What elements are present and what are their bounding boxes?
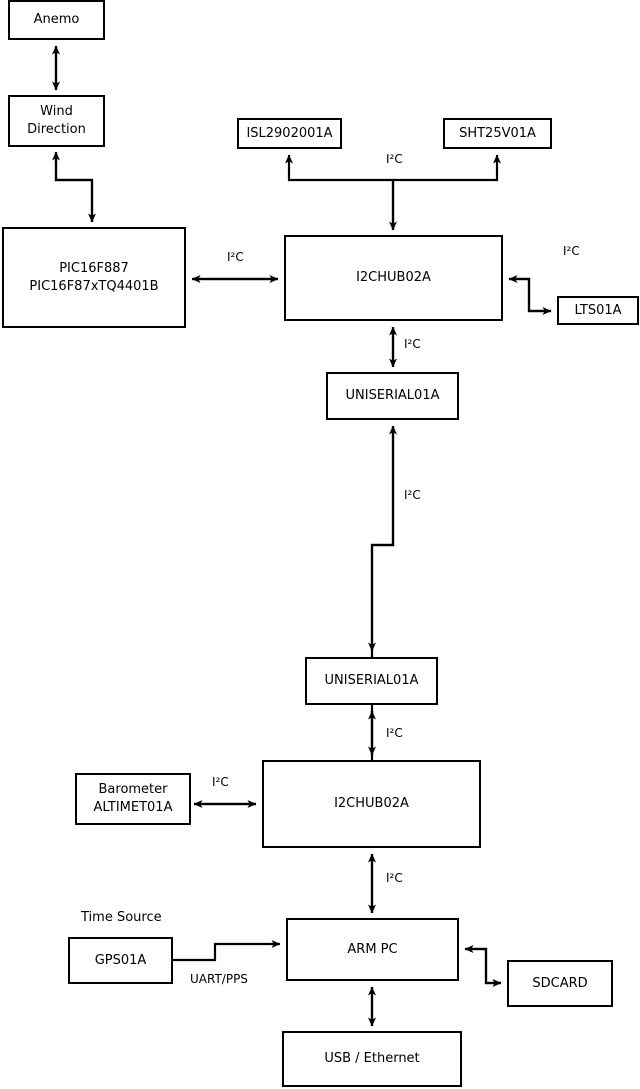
edge-label-hub-top-to-uniserial-top: I²C	[404, 337, 421, 351]
node-barometer-label-line2: ALTIMET01A	[93, 800, 173, 815]
node-isl2902001a[interactable]: ISL2902001A	[237, 118, 342, 149]
node-i2chub02a-bottom[interactable]: I2CHUB02A	[262, 760, 481, 848]
edge-label-pic-to-hub-top: I²C	[227, 250, 244, 264]
node-lts01a-label: LTS01A	[574, 302, 622, 318]
node-sht25v01a[interactable]: SHT25V01A	[443, 118, 552, 149]
node-gps01a[interactable]: GPS01A	[68, 937, 173, 984]
node-pic-label-line2: PIC16F87xTQ4401B	[29, 278, 159, 294]
label-time-source: Time Source	[81, 910, 162, 925]
node-wind-direction-label-line2: Direction	[27, 122, 86, 137]
node-sdcard[interactable]: SDCARD	[507, 960, 613, 1007]
node-anemo-label: Anemo	[33, 12, 80, 28]
wire-armpc-sdcard	[465, 947, 502, 987]
node-arm-pc[interactable]: ARM PC	[286, 918, 459, 981]
wire-pic-wind	[52, 151, 94, 222]
node-lts01a[interactable]: LTS01A	[557, 296, 639, 325]
node-anemo[interactable]: Anemo	[8, 0, 105, 40]
wire-uniserial-link-down	[368, 426, 395, 652]
node-uniserial01a-top[interactable]: UNISERIAL01A	[326, 372, 459, 420]
edge-label-hub-top-to-sensors: I²C	[386, 152, 403, 166]
edge-label-gps-to-arm-pc: UART/PPS	[190, 972, 248, 986]
node-pic-microcontroller[interactable]: PIC16F887 PIC16F87xTQ4401B	[2, 227, 186, 328]
edge-label-uniserial-bottom-to-hub-bottom: I²C	[386, 726, 403, 740]
node-i2chub02a-top-label: I2CHUB02A	[356, 270, 431, 286]
node-sht25v01a-label: SHT25V01A	[459, 125, 536, 141]
node-barometer-label-line1: Barometer	[98, 782, 168, 798]
wire-wind-pic	[54, 152, 96, 223]
node-i2chub02a-top[interactable]: I2CHUB02A	[284, 235, 503, 321]
node-usb-ethernet[interactable]: USB / Ethernet	[282, 1031, 462, 1087]
node-i2chub02a-bottom-label: I2CHUB02A	[334, 796, 409, 812]
wire-uniserial-link-up	[370, 425, 397, 760]
wire-bus-sht	[393, 154, 501, 182]
edge-label-hub-top-to-lts: I²C	[563, 244, 580, 258]
node-uniserial01a-bottom[interactable]: UNISERIAL01A	[305, 657, 438, 705]
node-wind-direction[interactable]: Wind Direction	[8, 95, 105, 147]
node-wind-direction-label-line1: Wind	[40, 104, 73, 120]
node-uniserial01a-bottom-label: UNISERIAL01A	[324, 673, 419, 689]
wire-hubtop-bus	[285, 154, 395, 230]
node-pic-label-line1: PIC16F887	[59, 260, 129, 276]
node-arm-pc-label: ARM PC	[347, 941, 398, 957]
wire-gps-armpc	[173, 940, 281, 962]
node-barometer-altimet01a[interactable]: Barometer ALTIMET01A	[75, 773, 191, 825]
wire-lts-hubtop	[508, 275, 551, 313]
edge-label-uniserial-link: I²C	[404, 488, 421, 502]
node-isl2902001a-label: ISL2902001A	[246, 125, 333, 141]
edge-label-barometer-to-hub-bottom: I²C	[212, 775, 229, 789]
wire-sdcard-armpc	[464, 945, 501, 985]
node-gps01a-label: GPS01A	[94, 952, 147, 968]
edge-label-hub-bottom-to-arm-pc: I²C	[386, 871, 403, 885]
node-usb-ethernet-label: USB / Ethernet	[324, 1051, 420, 1067]
node-sdcard-label: SDCARD	[532, 975, 588, 991]
node-uniserial01a-top-label: UNISERIAL01A	[345, 388, 440, 404]
wire-hubtop-lts	[509, 277, 552, 315]
